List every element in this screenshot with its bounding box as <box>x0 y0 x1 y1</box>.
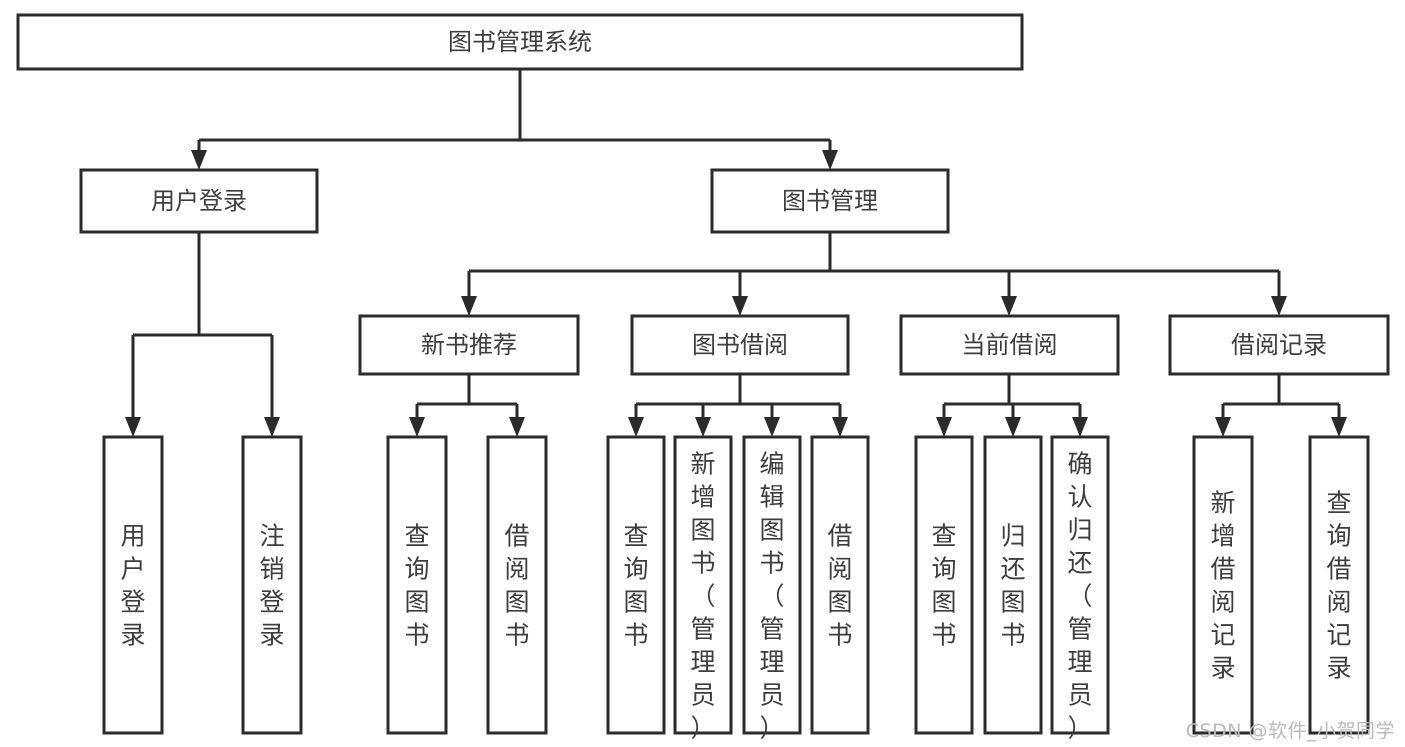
csdn-watermark: CSDN @软件_小贺同学 <box>1185 720 1395 742</box>
node-box-leaf-user-login <box>102 435 164 735</box>
node-root[interactable]: 图书管理系统 <box>16 13 1024 71</box>
node-borrow-record[interactable]: 借阅记录 <box>1168 314 1390 376</box>
node-box-leaf-user-logout <box>241 435 303 735</box>
arrow-leaf-return-book <box>1005 417 1021 437</box>
arrow-leaf-edit-book <box>764 417 780 437</box>
arrow-leaf-query-book-borrow <box>628 417 644 437</box>
node-box-leaf-add-borrow-record <box>1192 435 1254 735</box>
arrow-borrow-record <box>1271 296 1287 316</box>
arrow-leaf-user-logout <box>264 417 280 437</box>
arrow-leaf-query-book-recommend <box>409 417 425 437</box>
node-box-leaf-edit-book <box>742 435 802 735</box>
node-box-leaf-return-book <box>983 435 1043 735</box>
node-current-borrow[interactable]: 当前借阅 <box>899 314 1120 376</box>
node-box-borrow-record <box>1168 314 1390 376</box>
arrow-leaf-query-book-current <box>936 417 952 437</box>
node-label-leaf-borrow-book-recommend: 借阅图书 <box>504 522 529 650</box>
nodes-layer: 图书管理系统用户登录图书管理新书推荐图书借阅当前借阅借阅记录用户登录注销登录查询… <box>16 13 1390 743</box>
node-box-leaf-query-borrow-record <box>1308 435 1370 735</box>
node-label-user-login: 用户登录 <box>151 187 247 215</box>
node-leaf-confirm-return[interactable]: 确认归还（管理员） <box>1050 435 1110 743</box>
node-leaf-edit-book[interactable]: 编辑图书（管理员） <box>742 435 802 743</box>
node-label-leaf-return-book: 归还图书 <box>1000 522 1025 650</box>
node-box-leaf-query-book-recommend <box>386 435 448 735</box>
node-label-current-borrow: 当前借阅 <box>962 331 1058 359</box>
node-label-leaf-borrow-book: 借阅图书 <box>827 522 852 650</box>
node-box-leaf-borrow-book <box>810 435 870 735</box>
node-leaf-user-logout[interactable]: 注销登录 <box>241 435 303 735</box>
arrow-book-borrow <box>732 296 748 316</box>
node-box-user-login <box>79 168 319 234</box>
node-label-leaf-query-book-recommend: 查询图书 <box>404 522 429 650</box>
arrow-leaf-user-login <box>125 417 141 437</box>
arrow-leaf-confirm-return <box>1072 417 1088 437</box>
node-label-leaf-query-book-borrow: 查询图书 <box>623 522 648 650</box>
node-label-borrow-record: 借阅记录 <box>1231 331 1327 359</box>
node-label-leaf-query-borrow-record: 查询借阅记录 <box>1326 489 1351 683</box>
node-label-leaf-user-login: 用户登录 <box>120 522 145 650</box>
node-label-root: 图书管理系统 <box>448 28 592 56</box>
node-leaf-add-borrow-record[interactable]: 新增借阅记录 <box>1192 435 1254 735</box>
node-leaf-query-book-borrow[interactable]: 查询图书 <box>606 435 666 735</box>
node-box-current-borrow <box>899 314 1120 376</box>
node-label-leaf-edit-book: 编辑图书（管理员） <box>759 450 784 743</box>
arrow-leaf-query-borrow-record <box>1331 417 1347 437</box>
arrow-leaf-add-book <box>695 417 711 437</box>
arrowheads-layer <box>125 150 1347 437</box>
node-box-new-book-recommend <box>358 314 580 376</box>
node-label-new-book-recommend: 新书推荐 <box>421 331 517 359</box>
node-box-leaf-confirm-return <box>1050 435 1110 735</box>
node-box-root <box>16 13 1024 71</box>
arrow-book-management <box>822 150 838 170</box>
node-label-leaf-query-book-current: 查询图书 <box>931 522 956 650</box>
arrow-current-borrow <box>1001 296 1017 316</box>
node-new-book-recommend[interactable]: 新书推荐 <box>358 314 580 376</box>
node-box-leaf-query-book-borrow <box>606 435 666 735</box>
node-leaf-add-book[interactable]: 新增图书（管理员） <box>673 435 733 743</box>
node-label-leaf-confirm-return: 确认归还（管理员） <box>1067 450 1092 743</box>
arrow-leaf-borrow-book <box>832 417 848 437</box>
node-user-login[interactable]: 用户登录 <box>79 168 319 234</box>
arrow-leaf-add-borrow-record <box>1215 417 1231 437</box>
node-label-leaf-user-logout: 注销登录 <box>259 522 284 650</box>
node-leaf-query-book-current[interactable]: 查询图书 <box>914 435 974 735</box>
node-box-book-borrow <box>630 314 850 376</box>
node-leaf-query-book-recommend[interactable]: 查询图书 <box>386 435 448 735</box>
node-box-leaf-borrow-book-recommend <box>486 435 548 735</box>
node-label-leaf-add-book: 新增图书（管理员） <box>690 450 715 743</box>
node-box-book-management <box>710 168 950 234</box>
node-leaf-borrow-book-recommend[interactable]: 借阅图书 <box>486 435 548 735</box>
node-label-book-management: 图书管理 <box>782 187 878 215</box>
arrow-user-login <box>191 150 207 170</box>
arrow-leaf-borrow-book-recommend <box>509 417 525 437</box>
node-leaf-user-login[interactable]: 用户登录 <box>102 435 164 735</box>
arrow-new-book-recommend <box>461 296 477 316</box>
node-label-leaf-add-borrow-record: 新增借阅记录 <box>1210 489 1235 683</box>
node-book-management[interactable]: 图书管理 <box>710 168 950 234</box>
node-box-leaf-add-book <box>673 435 733 735</box>
node-book-borrow[interactable]: 图书借阅 <box>630 314 850 376</box>
node-leaf-query-borrow-record[interactable]: 查询借阅记录 <box>1308 435 1370 735</box>
node-leaf-borrow-book[interactable]: 借阅图书 <box>810 435 870 735</box>
node-leaf-return-book[interactable]: 归还图书 <box>983 435 1043 735</box>
node-label-book-borrow: 图书借阅 <box>692 331 788 359</box>
node-box-leaf-query-book-current <box>914 435 974 735</box>
